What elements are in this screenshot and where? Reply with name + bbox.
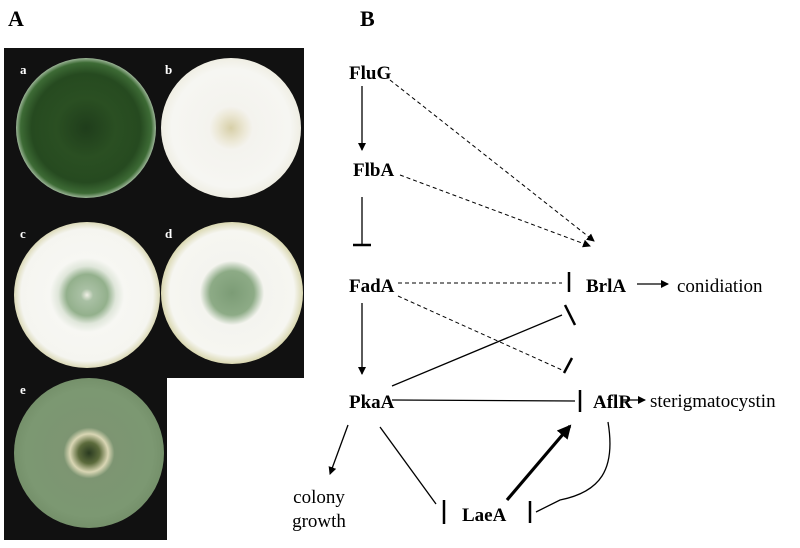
dish-c-label: c	[20, 226, 26, 241]
node-flug: FluG	[349, 63, 391, 84]
inhibit-bar-brla-lower	[563, 304, 577, 326]
panel-a-letter: A	[8, 6, 24, 31]
output-colony-line1: colony	[293, 487, 345, 508]
edge-flug-brla	[389, 79, 595, 242]
dish-e-label: e	[20, 382, 26, 397]
panel-b-letter: B	[360, 6, 375, 31]
node-laea: LaeA	[462, 505, 507, 526]
edge-laea-aflr	[505, 424, 572, 502]
edge-pkaa-colony	[328, 424, 349, 475]
dish-d	[161, 222, 303, 364]
output-colony-line2: growth	[292, 511, 346, 532]
inhibit-bar-aflr-top	[562, 357, 574, 374]
edge-pkaa-aflr	[391, 399, 576, 402]
node-fada: FadA	[349, 276, 395, 297]
edge-pkaa-laea	[379, 426, 437, 505]
output-sterigmatocystin: sterigmatocystin	[650, 391, 776, 412]
dish-c	[14, 222, 160, 368]
node-brla: BrlA	[586, 276, 626, 297]
edge-pkaa-brla	[391, 314, 563, 387]
edge-flba-brla	[399, 174, 591, 248]
edge-aflr-laea	[535, 421, 611, 513]
node-flba: FlbA	[353, 160, 394, 181]
dish-a	[16, 58, 156, 198]
dish-e	[14, 378, 164, 528]
photo-cutout	[167, 378, 307, 548]
dish-b-label: b	[165, 62, 173, 77]
dish-b	[161, 58, 301, 198]
dish-d-label: d	[165, 226, 173, 241]
dish-a-label: a	[20, 62, 27, 77]
node-aflr: AflR	[593, 392, 632, 413]
node-pkaa: PkaA	[349, 392, 395, 413]
edge-fada-aflr	[397, 295, 563, 371]
output-conidiation: conidiation	[677, 276, 763, 297]
